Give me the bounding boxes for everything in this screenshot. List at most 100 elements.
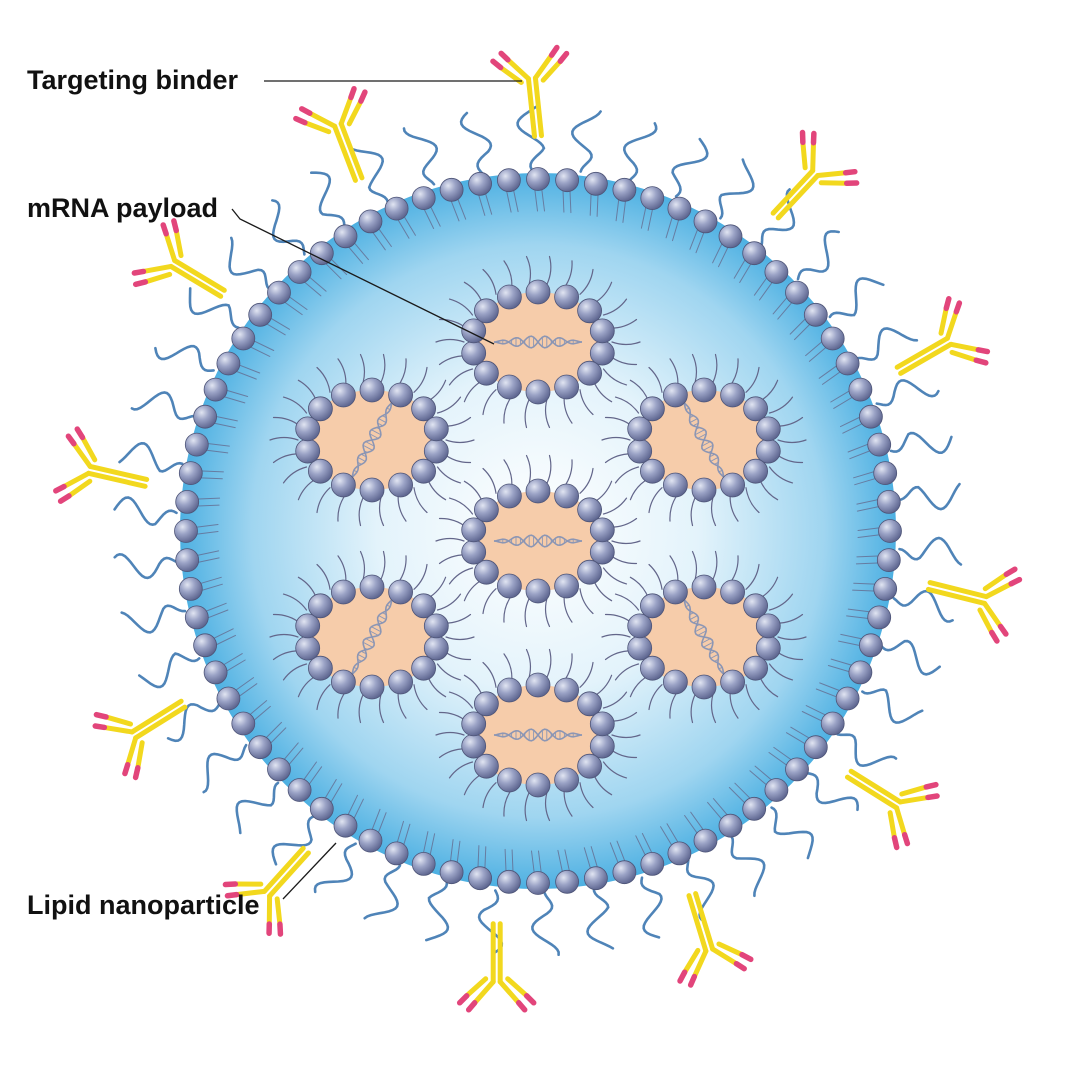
lipid-head-icon bbox=[423, 613, 449, 639]
peg-chain bbox=[718, 158, 755, 220]
lipid-head-icon bbox=[873, 461, 898, 486]
lipid-head-icon bbox=[388, 472, 414, 498]
double-helix-icon bbox=[493, 335, 583, 349]
peg-chain bbox=[351, 148, 389, 203]
lipid-head-icon bbox=[295, 613, 321, 639]
mrna-payload-vesicle bbox=[435, 648, 641, 822]
lipid-head-icon bbox=[742, 241, 767, 266]
double-helix-icon bbox=[682, 597, 726, 677]
y-shaped-antibody-icon bbox=[222, 845, 311, 937]
lipid-head-icon bbox=[525, 578, 551, 604]
lipid-head-icon bbox=[330, 382, 356, 408]
lipid-head-icon bbox=[295, 438, 321, 464]
lipid-head-icon bbox=[384, 196, 409, 221]
peg-chain bbox=[889, 431, 953, 454]
y-shaped-antibody-icon bbox=[92, 698, 188, 781]
lipid-head-icon bbox=[743, 593, 768, 619]
lipid-head-icon bbox=[388, 382, 414, 408]
lipid-head-icon bbox=[584, 171, 608, 196]
lipid-head-icon bbox=[577, 497, 602, 523]
lipid-head-icon bbox=[496, 573, 522, 599]
lipid-head-icon bbox=[333, 224, 358, 249]
peg-chain bbox=[880, 639, 941, 676]
lipid-head-icon bbox=[876, 489, 901, 514]
lipid-head-icon bbox=[411, 852, 436, 876]
lipid-head-icon bbox=[720, 669, 745, 695]
peg-chain bbox=[120, 604, 187, 634]
lipid-head-icon bbox=[718, 224, 743, 249]
lipid-head-icon bbox=[577, 559, 602, 585]
lipid-head-icon bbox=[184, 432, 209, 457]
lipid-head-icon bbox=[359, 674, 385, 700]
peg-chain bbox=[671, 137, 709, 198]
lipid-head-icon bbox=[473, 298, 499, 324]
lipid-head-icon bbox=[663, 472, 688, 498]
lipid-head-icon bbox=[691, 377, 717, 403]
peg-chain bbox=[836, 733, 898, 768]
lipid-head-icon bbox=[693, 828, 718, 853]
peg-chain bbox=[130, 391, 196, 421]
lipid-head-icon bbox=[248, 735, 273, 760]
lipid-head-icon bbox=[663, 382, 688, 408]
peg-chain bbox=[459, 111, 493, 175]
lipid-head-icon bbox=[439, 177, 464, 202]
lipid-head-icon bbox=[554, 677, 579, 703]
peg-chain bbox=[861, 688, 924, 724]
peg-chain bbox=[402, 127, 439, 186]
lipid-head-icon bbox=[764, 778, 789, 802]
peg-chain bbox=[622, 122, 658, 182]
lipid-head-icon bbox=[640, 396, 665, 422]
lipid-head-icon bbox=[720, 472, 745, 498]
lipid-head-icon bbox=[203, 377, 228, 402]
lipid-head-icon bbox=[577, 360, 602, 386]
inner-lipid-tail-layer bbox=[193, 186, 883, 876]
lipid-head-icon bbox=[693, 209, 718, 234]
lipid-head-icon bbox=[589, 539, 615, 565]
peg-chain bbox=[271, 199, 306, 256]
lipid-head-icon bbox=[496, 284, 522, 310]
peg-chain bbox=[138, 652, 201, 689]
lipid-head-icon bbox=[496, 677, 522, 703]
lipid-head-icon bbox=[307, 396, 333, 422]
targeting-binder-label: Targeting binder bbox=[27, 65, 238, 95]
lipid-head-icon bbox=[835, 686, 860, 711]
lipid-head-icon bbox=[388, 579, 414, 605]
lipid-head-icon bbox=[755, 635, 781, 661]
y-shaped-antibody-icon bbox=[844, 768, 940, 851]
lipid-head-icon bbox=[174, 519, 198, 543]
lipid-head-icon bbox=[554, 573, 579, 599]
lipid-head-icon bbox=[640, 458, 665, 484]
callouts: Targeting binder mRNA payload Lipid nano… bbox=[27, 65, 522, 920]
lipid-head-icon bbox=[584, 866, 608, 891]
y-shaped-antibody-icon bbox=[456, 921, 537, 1013]
peg-chain bbox=[363, 864, 402, 920]
lipid-head-icon bbox=[231, 326, 256, 351]
y-shaped-antibody-icon bbox=[677, 891, 754, 988]
lipid-head-icon bbox=[175, 548, 200, 572]
lipid-head-icon bbox=[525, 478, 551, 504]
lipid-head-icon bbox=[859, 633, 883, 658]
lipid-head-icon bbox=[496, 869, 521, 894]
lipid-head-icon bbox=[627, 438, 653, 464]
lipid-head-icon bbox=[267, 757, 291, 782]
lipid-head-icon bbox=[461, 733, 487, 759]
lipid-head-icon bbox=[496, 168, 521, 193]
outer-lipid-shell bbox=[174, 167, 902, 895]
lipid-head-icon bbox=[330, 579, 356, 605]
lipid-head-icon bbox=[473, 497, 499, 523]
lipid-head-icon bbox=[307, 458, 333, 484]
lipid-head-icon bbox=[309, 796, 334, 821]
peg-chain bbox=[188, 287, 240, 329]
lipid-head-icon bbox=[876, 548, 901, 572]
peg-chain bbox=[760, 188, 796, 248]
mrna-payload-vesicle bbox=[601, 550, 807, 724]
lipid-head-icon bbox=[193, 404, 218, 429]
lipid-head-icon bbox=[468, 171, 493, 196]
y-shaped-antibody-icon bbox=[53, 426, 150, 504]
lipid-head-icon bbox=[640, 186, 665, 211]
lipid-head-icon bbox=[333, 813, 358, 838]
lipid-head-icon bbox=[627, 416, 653, 442]
peg-chain bbox=[202, 743, 248, 794]
lipid-head-icon bbox=[359, 377, 385, 403]
lipid-head-icon bbox=[859, 404, 883, 429]
